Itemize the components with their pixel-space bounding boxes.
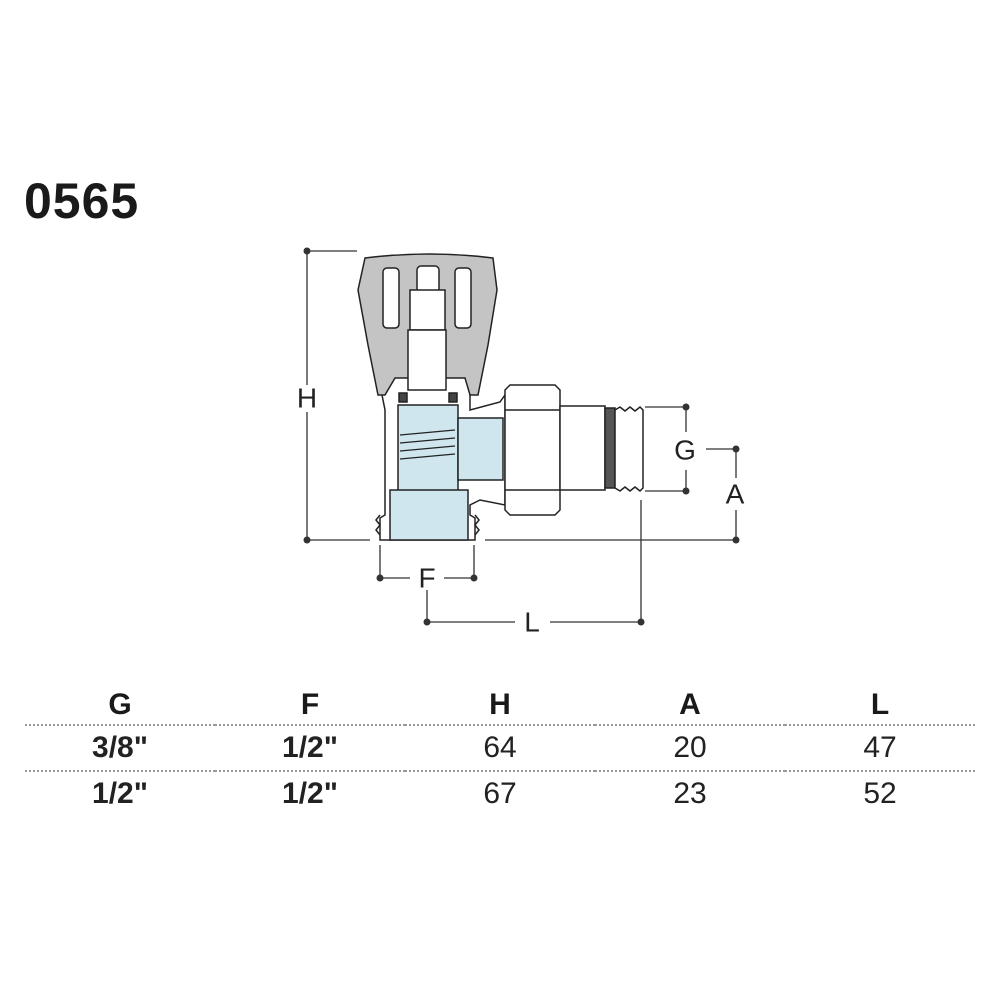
dimension-label-h: H — [297, 383, 317, 414]
header-a: A — [595, 686, 785, 726]
water-inlet — [389, 489, 469, 541]
dimension-label-l: L — [524, 607, 540, 638]
cell-g: 1/2" — [92, 777, 148, 810]
header-g: G — [25, 686, 215, 726]
dimension-label-f: F — [418, 563, 435, 594]
header-f: F — [215, 686, 405, 726]
cell-l: 52 — [863, 777, 897, 810]
cell-f: 1/2" — [215, 725, 405, 772]
cell-l: 47 — [785, 725, 975, 772]
table-row: 3/8" 1/2" 64 20 47 — [25, 725, 975, 772]
dimensions-table: G F H A L 3/8" 1/2" 64 20 47 1/2" 1/2" 6… — [25, 686, 975, 816]
tail-pipe — [559, 405, 606, 491]
cell-g: 3/8" — [25, 725, 215, 772]
water-channel-side — [457, 417, 504, 481]
table-header-row: G F H A L — [25, 686, 975, 726]
cell-h: 67 — [483, 777, 517, 810]
cell-f: 1/2" — [282, 777, 338, 810]
dimension-label-a: A — [726, 479, 745, 510]
hex-nut — [504, 384, 561, 516]
o-ring — [398, 392, 408, 403]
header-h: H — [405, 686, 595, 726]
dimension-label-g: G — [674, 435, 696, 466]
cell-a: 20 — [595, 725, 785, 772]
header-l: L — [785, 686, 975, 726]
tail-thread — [614, 405, 644, 493]
cell-a: 23 — [673, 777, 707, 810]
table-row: 1/2" 1/2" 67 23 52 — [25, 771, 975, 816]
valve-stem — [409, 289, 446, 331]
cell-h: 64 — [405, 725, 595, 772]
o-ring — [448, 392, 458, 403]
product-code: 0565 — [24, 173, 140, 229]
